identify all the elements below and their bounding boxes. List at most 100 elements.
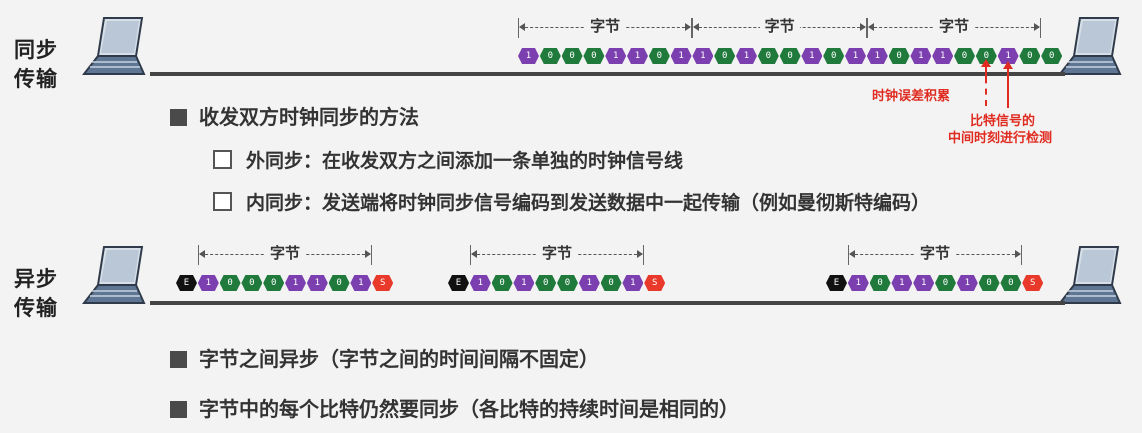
arrow-right-icon <box>859 23 866 31</box>
bit-cell: 0 <box>1000 275 1021 291</box>
bit-cell: 1 <box>801 48 822 64</box>
bit-cell: S <box>644 275 665 291</box>
bit-cell: 0 <box>492 275 513 291</box>
arrow-right-icon <box>637 250 644 258</box>
arrow-left-icon <box>848 250 855 258</box>
bit-cell: 0 <box>241 275 262 291</box>
mid-bit-sampling-arrow-icon <box>1003 61 1013 108</box>
bit-cell: 1 <box>671 48 692 64</box>
byte-label: 字节 <box>264 242 305 263</box>
bit-cell: E <box>448 275 469 291</box>
hollow-square-bullet-icon <box>213 150 232 169</box>
bit-cell: 0 <box>220 275 241 291</box>
bit-cell: 0 <box>823 48 844 64</box>
clock-drift-marker <box>985 66 987 106</box>
bit-cell: E <box>176 275 197 291</box>
byte-label: 字节 <box>759 15 800 36</box>
arrow-left-icon <box>519 23 525 31</box>
async-section-label: 异步 传输 <box>14 267 58 320</box>
byte-span-brace: 字节 <box>469 242 645 265</box>
bit-cell: 1 <box>198 275 219 291</box>
byte-label: 字节 <box>914 242 955 263</box>
arrow-right-icon <box>365 250 372 258</box>
clock-error-accumulation-note: 时钟误差积累 <box>872 89 951 104</box>
arrow-left-icon <box>693 23 700 31</box>
bit-cell: 0 <box>979 275 1000 291</box>
async-transmission-line <box>150 301 1065 305</box>
bit-cell: 1 <box>518 48 539 64</box>
arrow-right-icon <box>1015 250 1022 258</box>
bit-cell: 1 <box>605 48 626 64</box>
async-bullet-1: 字节之间异步（字节之间的时间间隔不固定） <box>170 343 599 372</box>
arrow-right-icon <box>1034 23 1041 31</box>
bit-cell: 1 <box>913 275 934 291</box>
hollow-square-bullet-icon <box>213 192 232 211</box>
bit-cell: S <box>372 275 393 291</box>
bit-cell: 1 <box>307 275 328 291</box>
bit-cell: 1 <box>910 48 931 64</box>
bit-cell: 0 <box>562 48 583 64</box>
clock-drift-arrow-icon <box>981 59 991 80</box>
bit-cell: 0 <box>758 48 779 64</box>
byte-span-brace: 字节 <box>518 15 693 38</box>
bit-cell: 1 <box>622 275 643 291</box>
bit-cell: 1 <box>891 275 912 291</box>
internal-sync-item: 内同步：发送端将时钟同步信号编码到发送数据中一起传输（例如曼彻斯特编码） <box>213 188 930 215</box>
bit-cell: 0 <box>1019 48 1040 64</box>
arrow-left-icon <box>867 23 874 31</box>
byte-label: 字节 <box>933 15 974 36</box>
mid-bit-detection-note-line1: 比特信号的 <box>970 114 1036 129</box>
bit-cell: 0 <box>557 275 578 291</box>
bit-cell: 1 <box>285 275 306 291</box>
async-bullet-2: 字节中的每个比特仍然要同步（各比特的持续时间是相同的） <box>170 393 739 422</box>
bit-cell: 0 <box>954 48 975 64</box>
bit-cell: 0 <box>1041 48 1062 64</box>
bit-cell: 1 <box>957 275 978 291</box>
byte-label: 字节 <box>536 242 577 263</box>
byte-span-brace: 字节 <box>197 242 373 265</box>
sync-section-label: 同步 传输 <box>14 38 58 91</box>
arrow-left-icon <box>470 250 477 258</box>
laptop-icon <box>1058 17 1122 75</box>
laptop-icon <box>82 246 146 304</box>
byte-span-brace: 字节 <box>692 15 867 38</box>
bit-cell: 0 <box>935 275 956 291</box>
bit-cell: 0 <box>263 275 284 291</box>
bit-cell: 1 <box>845 48 866 64</box>
external-sync-item: 外同步：在收发双方之间添加一条单独的时钟信号线 <box>213 146 683 173</box>
laptop-icon <box>1058 246 1122 304</box>
sync-method-heading: 收发双方时钟同步的方法 <box>170 101 419 130</box>
mid-bit-detection-note-line2: 中间时刻进行检测 <box>948 131 1053 146</box>
bit-cell: 1 <box>867 48 888 64</box>
bit-cell: 0 <box>583 48 604 64</box>
square-bullet-icon <box>170 401 187 418</box>
sync-transmission-line <box>150 72 1065 76</box>
bit-cell: 1 <box>627 48 648 64</box>
bit-cell: 0 <box>714 48 735 64</box>
arrow-left-icon <box>198 250 205 258</box>
bit-cell: 0 <box>535 275 556 291</box>
bit-cell: E <box>826 275 847 291</box>
laptop-icon <box>82 17 146 75</box>
bit-cell: 1 <box>998 48 1019 64</box>
bit-cell: 1 <box>350 275 371 291</box>
bit-cell: 1 <box>736 48 757 64</box>
bit-cell: 0 <box>540 48 561 64</box>
bit-cell: 1 <box>513 275 534 291</box>
bit-cell: 0 <box>889 48 910 64</box>
byte-label: 字节 <box>585 15 626 36</box>
bit-cell: 0 <box>780 48 801 64</box>
bit-cell: 1 <box>848 275 869 291</box>
arrow-right-icon <box>685 23 692 31</box>
bit-cell: 0 <box>329 275 350 291</box>
bit-cell: 0 <box>649 48 670 64</box>
byte-span-brace: 字节 <box>866 15 1042 38</box>
bit-cell: 1 <box>470 275 491 291</box>
bit-cell: 1 <box>579 275 600 291</box>
byte-span-brace: 字节 <box>847 242 1023 265</box>
bit-cell: 1 <box>692 48 713 64</box>
bit-cell: S <box>1022 275 1043 291</box>
bit-cell: 0 <box>601 275 622 291</box>
bit-cell: 0 <box>870 275 891 291</box>
